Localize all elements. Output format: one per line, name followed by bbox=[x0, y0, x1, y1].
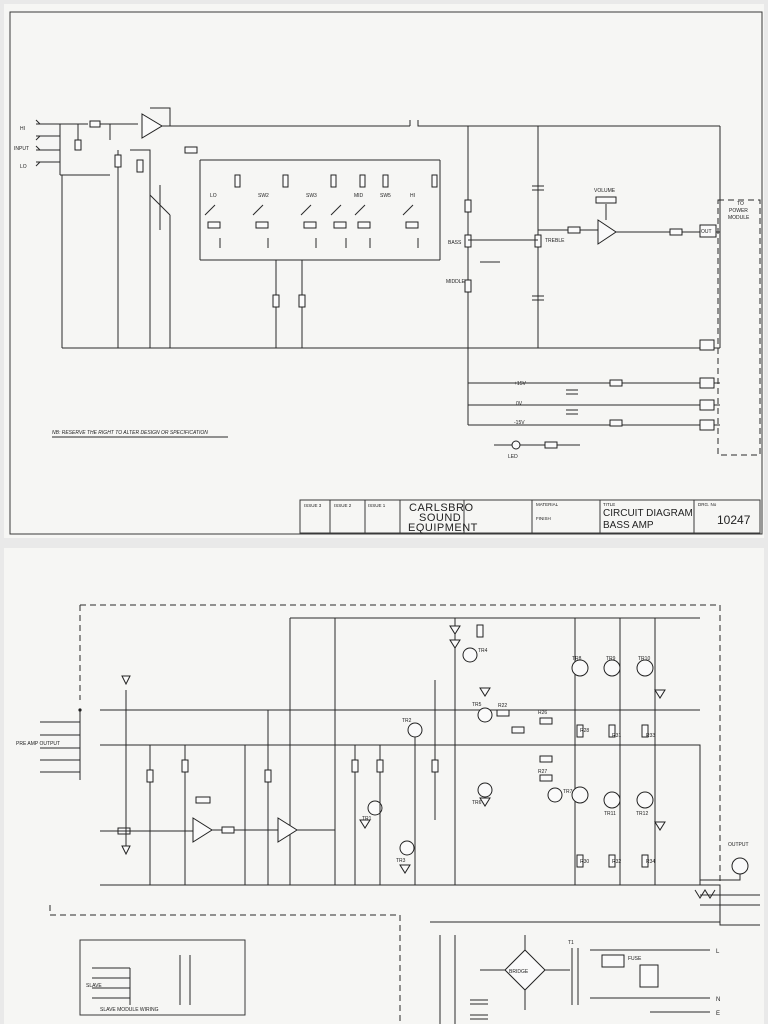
input-label: INPUT bbox=[14, 146, 29, 152]
transistor-tr3: TR3 bbox=[396, 858, 406, 864]
driver-transistors: TR1 TR2 TR3 TR4 TR5 TR6 TR7 R22 R26 R27 bbox=[351, 618, 573, 885]
transistor-tr7: TR7 bbox=[563, 789, 573, 795]
transistor-tr12: TR12 bbox=[636, 811, 648, 817]
design-note: NB: RESERVE THE RIGHT TO ALTER DESIGN OR… bbox=[52, 430, 208, 436]
finish-label: FINISH bbox=[536, 516, 551, 521]
transistor-tr9: TR9 bbox=[606, 656, 616, 662]
input-hi-label: HI bbox=[20, 126, 25, 132]
output-stage: VOLUME OUT TO POWER MODULE bbox=[538, 126, 761, 456]
resistor-r27: R27 bbox=[538, 769, 547, 775]
rail-0v: 0V bbox=[516, 401, 523, 407]
middle-label: MIDDLE bbox=[446, 279, 466, 285]
material-label: MATERIAL bbox=[536, 502, 559, 507]
speaker-output: OUTPUT bbox=[694, 842, 760, 926]
title-line-1: CIRCUIT DIAGRAM bbox=[603, 508, 693, 519]
switch-group-sw3: SW3 bbox=[306, 193, 317, 199]
issue-2: ISSUE 2 bbox=[334, 503, 352, 508]
resistor-r32: R32 bbox=[612, 859, 621, 865]
sheet-2-paper bbox=[4, 548, 764, 1024]
switch-network: LO SW2 SW3 MID SW5 HI bbox=[199, 159, 441, 348]
drawing-label: DRG. No bbox=[698, 502, 717, 507]
fuse-label: FUSE bbox=[628, 956, 642, 962]
output-transistors: TR8 TR9 TR10 TR11 TR12 R28 R30 R31 R32 R… bbox=[571, 656, 701, 885]
issue-3: ISSUE 3 bbox=[304, 503, 322, 508]
input-lo-label: LO bbox=[20, 164, 27, 170]
out-tag: OUT bbox=[701, 229, 712, 235]
transistor-tr11: TR11 bbox=[604, 811, 616, 817]
transistor-tr6: TR6 bbox=[472, 800, 482, 806]
transistor-tr1: TR1 bbox=[362, 816, 372, 822]
tone-controls: BASS TREBLE MIDDLE bbox=[446, 126, 565, 348]
input-stage bbox=[114, 107, 198, 230]
preamp-label: PRE AMP OUTPUT bbox=[16, 741, 60, 747]
signal-bus bbox=[190, 120, 720, 127]
slave-wiring-label: SLAVE MODULE WIRING bbox=[100, 1007, 159, 1013]
power-module-line-1: TO bbox=[737, 201, 744, 207]
mains-l-label: L bbox=[716, 949, 720, 955]
power-supply: BRIDGE T1 FUSE L N E bbox=[430, 921, 720, 1024]
sheet-1-preamp: HI INPUT LO LO SW2 SW3 MID bbox=[4, 4, 764, 538]
power-module-line-2: POWER bbox=[729, 208, 748, 214]
drawing-number: 10247 bbox=[717, 513, 751, 527]
title-block: ISSUE 3 ISSUE 2 ISSUE 1 CARLSBRO SOUND E… bbox=[299, 499, 761, 534]
bass-label: BASS bbox=[448, 240, 462, 246]
resistor-r33: R33 bbox=[646, 733, 655, 739]
company-line-1: CARLSBRO bbox=[409, 502, 474, 514]
led-label: LED bbox=[508, 454, 518, 460]
power-module-line-3: MODULE bbox=[728, 215, 750, 221]
title-line-2: BASS AMP bbox=[603, 520, 654, 531]
slave-boundary bbox=[49, 905, 401, 1024]
supply-rails bbox=[100, 709, 700, 886]
treble-label: TREBLE bbox=[545, 238, 565, 244]
switch-group-sw5: SW5 bbox=[380, 193, 391, 199]
company-line-2: SOUND bbox=[419, 512, 461, 524]
power-rails: +15V 0V -15V LED bbox=[467, 339, 720, 460]
transistor-tr5: TR5 bbox=[472, 702, 482, 708]
transformer-label: T1 bbox=[568, 940, 574, 946]
resistor-r30: R30 bbox=[580, 859, 589, 865]
input-jacks: HI INPUT LO bbox=[14, 119, 138, 176]
switch-group-lo: LO bbox=[210, 193, 217, 199]
bridge-label: BRIDGE bbox=[509, 969, 529, 975]
rail-minus15: -15V bbox=[514, 420, 525, 426]
company-line-3: EQUIPMENT bbox=[408, 522, 478, 534]
issue-1: ISSUE 1 bbox=[368, 503, 386, 508]
switch-group-mid: MID bbox=[354, 193, 364, 199]
slave-label: SLAVE bbox=[86, 983, 102, 989]
transistor-tr8: TR8 bbox=[572, 656, 582, 662]
driver-opamps bbox=[121, 675, 335, 885]
switch-group-sw2: SW2 bbox=[258, 193, 269, 199]
sheet-1-border bbox=[9, 11, 763, 535]
resistor-r22: R22 bbox=[498, 703, 507, 709]
sheet-1-paper bbox=[4, 4, 764, 538]
resistor-r31: R31 bbox=[612, 733, 621, 739]
resistor-r34: R34 bbox=[646, 859, 655, 865]
mains-e-label: E bbox=[716, 1011, 720, 1017]
transistor-tr4: TR4 bbox=[478, 648, 488, 654]
rail-plus15: +15V bbox=[514, 381, 526, 387]
switch-group-hi: HI bbox=[410, 193, 415, 199]
sheet-2-power-module: PRE AMP OUTPUT bbox=[4, 548, 764, 1024]
mains-n-label: N bbox=[716, 997, 720, 1003]
resistor-r28: R28 bbox=[580, 728, 589, 734]
module-boundary bbox=[79, 604, 721, 905]
volume-label: VOLUME bbox=[594, 188, 616, 194]
title-label: TITLE bbox=[603, 502, 615, 507]
slave-module-wiring: SLAVE SLAVE MODULE WIRING bbox=[79, 939, 246, 1016]
transistor-tr2: TR2 bbox=[402, 718, 412, 724]
transistor-tr10: TR10 bbox=[638, 656, 650, 662]
resistor-r26: R26 bbox=[538, 710, 547, 716]
output-label: OUTPUT bbox=[728, 842, 749, 848]
